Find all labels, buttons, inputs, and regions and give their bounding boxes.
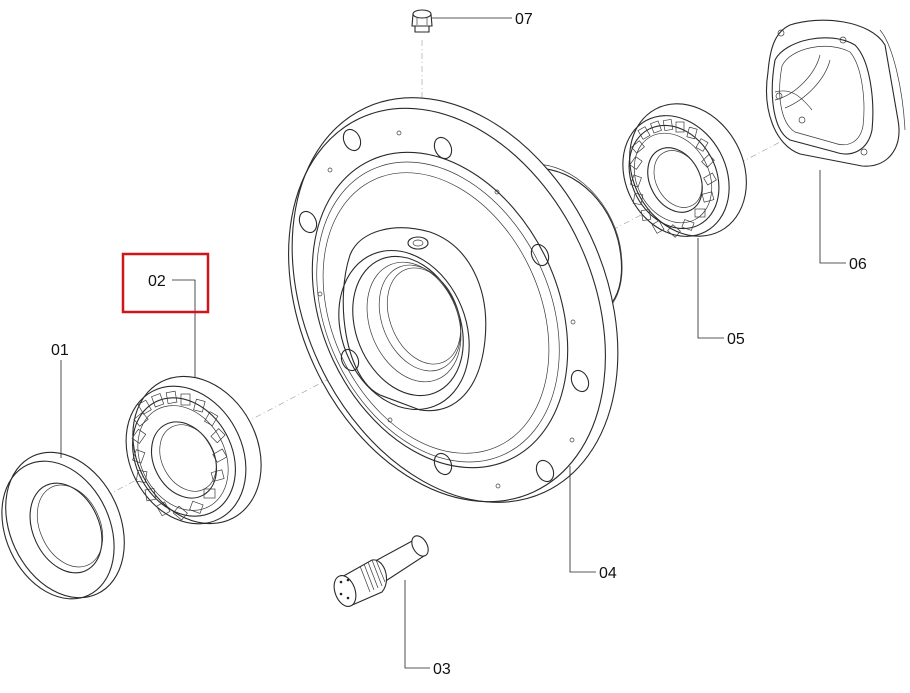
part-05-bearing[interactable] xyxy=(602,83,769,256)
highlight-box xyxy=(121,252,210,314)
callout-05-label: 05 xyxy=(727,331,745,348)
part-03-stud[interactable] xyxy=(330,533,431,609)
part-01-seal[interactable] xyxy=(0,433,147,617)
callout-04-label: 04 xyxy=(599,565,617,582)
part-02-bearing[interactable] xyxy=(103,354,286,546)
part-06-cover[interactable] xyxy=(766,19,906,167)
callout-02-label: 02 xyxy=(148,273,166,290)
callout-06-label: 06 xyxy=(849,256,867,273)
part-04-hub[interactable] xyxy=(228,44,681,555)
leader-lines xyxy=(60,17,846,669)
part-07-plug[interactable] xyxy=(411,9,433,33)
callout-01-label: 01 xyxy=(51,342,69,359)
callout-07-label: 07 xyxy=(515,11,533,28)
callout-03-label: 03 xyxy=(433,661,451,678)
